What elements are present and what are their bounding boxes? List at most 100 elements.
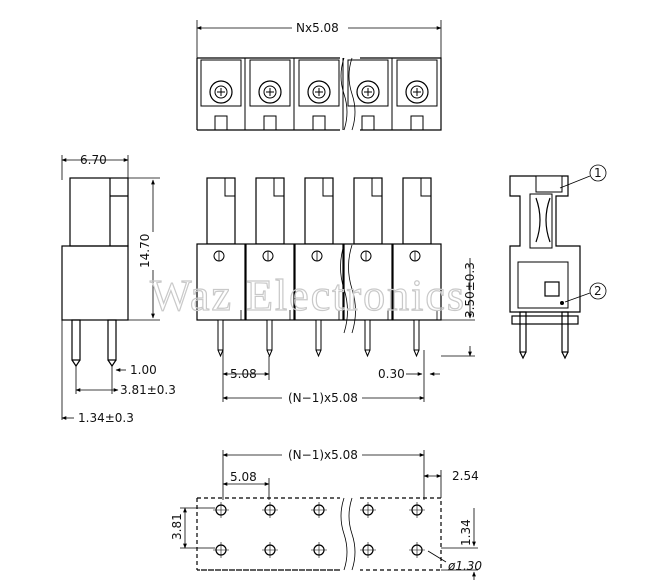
top-cell-notch [312,115,326,130]
front-span-label: (N−1)x5.08 [288,391,358,405]
front-pin [413,319,420,351]
side-pin-left [71,319,81,361]
pcb-outline [197,497,442,571]
front-wire-entry [206,177,236,245]
top-cell-notch [361,115,375,130]
pcb-hole-crosshair [360,542,376,558]
front-housing [245,243,295,321]
top-screw-outer [405,80,429,104]
front-pin-length-label: 3.50±0.3 [463,262,477,318]
front-entry-step [322,178,333,197]
front-entry-step [224,178,235,197]
front-wire-entry [304,177,334,245]
pcb-hole-crosshair [360,502,376,518]
front-wire-entry [402,177,432,245]
side-upper-body [69,177,129,247]
pcb-hole-diameter-label: ø1.30 [447,559,482,573]
front-pin-tip [217,349,224,358]
top-screw-inner [410,85,424,99]
pcb-hole-crosshair [311,542,327,558]
pin-width-label: 1.00 [130,363,157,377]
front-entry-step [420,178,431,197]
pcb-hole-crosshair [213,542,229,558]
pcb-hole-crosshair [262,502,278,518]
top-screw-inner [361,85,375,99]
callout-2-circle [589,282,607,300]
watermark-text: Waz Electronics [150,271,466,320]
pcb-holes [213,502,425,558]
top-cell-notch [263,115,277,130]
section-spring [535,197,551,243]
top-screw-outer [258,80,282,104]
front-pin-thickness-label: 0.30 [378,367,405,381]
front-cells [196,177,442,358]
top-screw-inner [312,85,326,99]
front-pin [266,319,273,351]
top-view: Nx5.08 [196,20,442,131]
front-pin [217,319,224,351]
front-pin-tip [315,349,322,358]
front-break-line [340,244,356,334]
front-housing [392,243,442,321]
top-screw-outer [356,80,380,104]
pcb-hole-crosshair [409,502,425,518]
front-pin-tip [413,349,420,358]
top-cell-frame [347,59,389,107]
section-body-hatched [509,175,581,313]
pcb-hole-crosshair [262,542,278,558]
top-screw-slot [266,88,274,96]
pcb-hole-crosshair [311,502,327,518]
front-wire-entry [255,177,285,245]
front-view: 3.50±0.3 5.08 0.30 (N−1)x5.08 [196,177,477,405]
side-view: 6.70 14.70 1.00 3.81±0.3 1.34±0.3 [61,153,176,425]
pcb-break-line [340,497,356,571]
side-width-label: 6.70 [80,153,107,167]
pcb-pitch-label: 5.08 [230,470,257,484]
callout-1-circle [589,164,607,182]
pin-pitch-row-label: 3.81±0.3 [120,383,176,397]
front-housing [343,243,393,321]
front-pin-tip [364,349,371,358]
pcb-row-offset-label: 1.34 [459,519,473,546]
side-height-label: 14.70 [138,234,152,268]
callout-2-label: 2 [594,284,602,298]
front-pitch-label: 5.08 [230,367,257,381]
pcb-row-spacing-label: 3.81 [170,513,184,540]
top-cell-notch [214,115,228,130]
front-housing [196,243,246,321]
top-screw-slot [364,88,372,96]
callout-1-label: 1 [594,166,602,180]
top-cell-frame [249,59,291,107]
side-pin-right [107,319,117,361]
top-width-label: Nx5.08 [296,21,339,35]
pcb-layout: (N−1)x5.08 5.08 2.54 3.81 1.34 ø1.30 [170,448,482,580]
pcb-hole-crosshair [409,542,425,558]
top-screw-slot [315,88,323,96]
top-cell-frame [298,59,340,107]
front-entry-step [371,178,382,197]
front-pin [364,319,371,351]
top-screw-slot [217,88,225,96]
side-lower-body [61,245,129,321]
top-cell-frame [200,59,242,107]
top-screw-outer [307,80,331,104]
top-screw-cells [200,58,438,130]
pcb-edge-label: 2.54 [452,469,479,483]
top-body-outline [197,57,442,131]
front-pin [315,319,322,351]
front-pin-tip [266,349,273,358]
section-view: 1 2 [509,164,607,360]
top-screw-inner [214,85,228,99]
top-screw-slot [413,88,421,96]
top-break-line [340,57,356,131]
top-cell-notch [410,115,424,130]
top-screw-inner [263,85,277,99]
top-cell-frame [396,59,438,107]
pcb-span-label: (N−1)x5.08 [288,448,358,462]
front-entry-step [273,178,284,197]
top-screw-outer [209,80,233,104]
section-contact [544,281,560,297]
pin-offset-label: 1.34±0.3 [78,411,134,425]
